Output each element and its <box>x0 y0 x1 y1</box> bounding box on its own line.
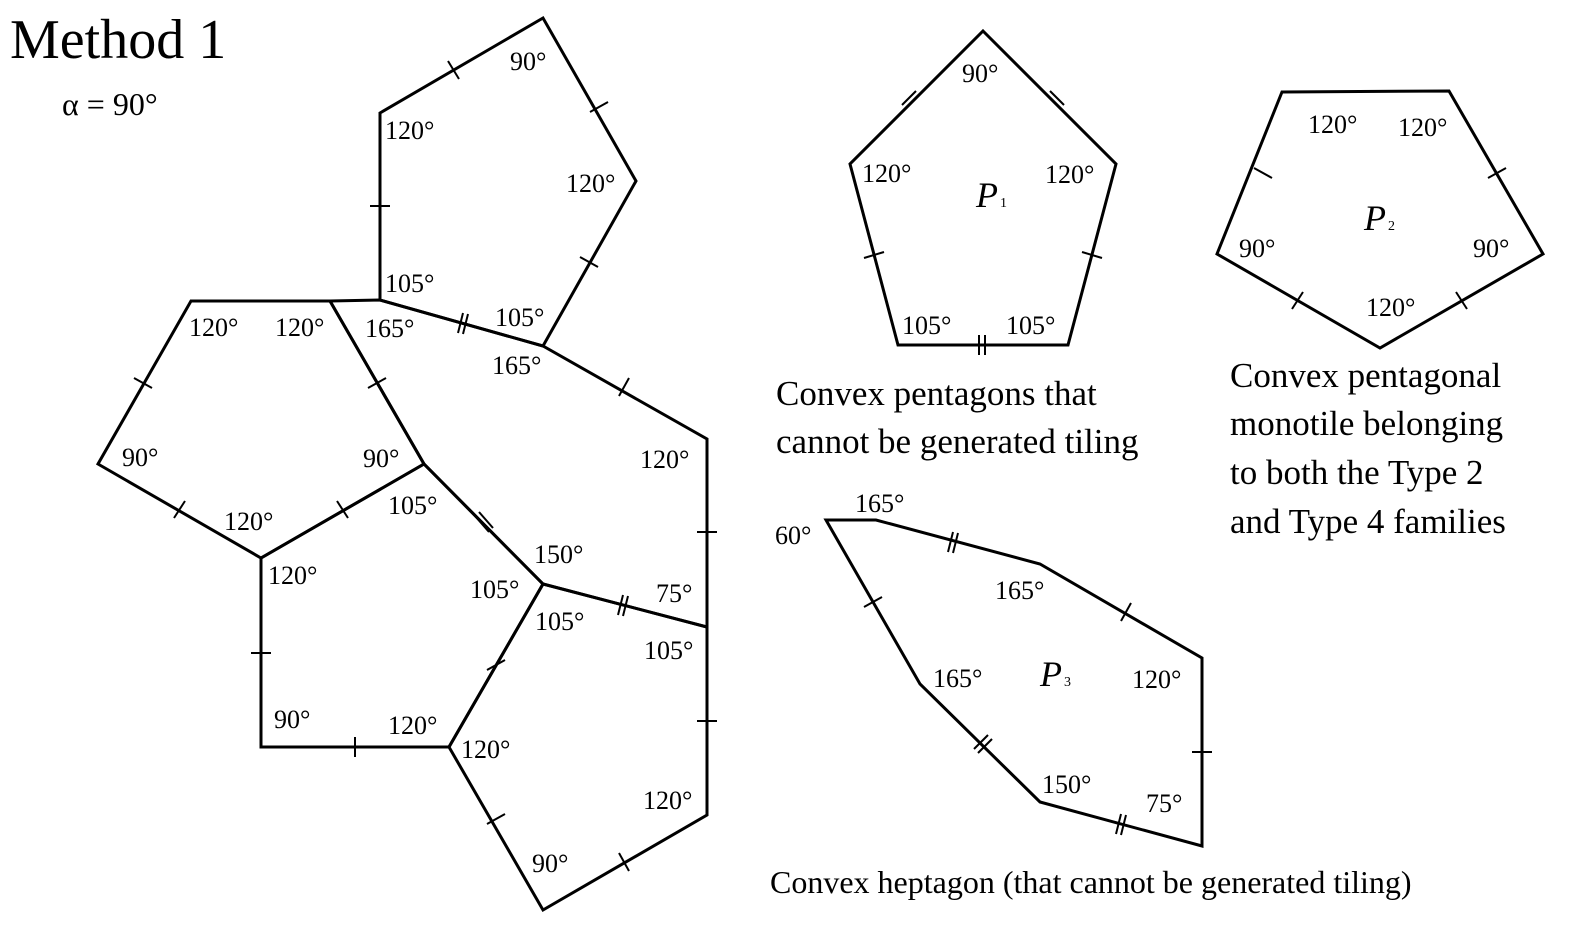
angle-label: 105° <box>535 607 584 636</box>
angle-label: 120° <box>1366 293 1415 322</box>
angle-label: 90° <box>1239 234 1275 263</box>
angle-label: 120° <box>385 116 434 145</box>
caption-p2-line-2: monotile belonging <box>1230 404 1503 443</box>
angle-label: 120° <box>461 735 510 764</box>
p2-subscript: 2 <box>1388 219 1395 234</box>
angle-label: 150° <box>1042 770 1091 799</box>
p2-label: P <box>1363 198 1386 238</box>
angle-label: 90° <box>532 849 568 878</box>
angle-label: 165° <box>995 576 1044 605</box>
angle-label: 120° <box>275 313 324 342</box>
caption-p2-line-1: Convex pentagonal <box>1230 356 1501 395</box>
tiling-group: 90° 120° 120° 105° 105° 120° 120° 90° 90… <box>95 15 717 913</box>
pentagon-p1: 90° 120° 120° 105° 105° P 1 <box>848 28 1118 355</box>
p1-subscript: 1 <box>1000 196 1007 211</box>
angle-label: 105° <box>388 491 437 520</box>
angle-label: 105° <box>902 311 951 340</box>
angle-label: 75° <box>1146 789 1182 818</box>
angle-label: 60° <box>775 521 811 550</box>
angle-label: 120° <box>1132 665 1181 694</box>
angle-label: 105° <box>470 575 519 604</box>
caption-p1-line-1: Convex pentagons that <box>776 374 1097 413</box>
caption-p2-line-4: and Type 4 families <box>1230 502 1506 541</box>
caption-p3: Convex heptagon (that cannot be generate… <box>770 864 1412 900</box>
angle-label: 75° <box>656 579 692 608</box>
angle-label: 105° <box>1006 311 1055 340</box>
tiling-top-pentagon <box>378 15 638 348</box>
method-heading: Method 1 <box>10 9 226 71</box>
angle-label: 165° <box>492 351 541 380</box>
angle-label: 90° <box>962 59 998 88</box>
angle-label: 165° <box>933 664 982 693</box>
angle-label: 120° <box>643 786 692 815</box>
caption-p1-line-2: cannot be generated tiling <box>776 422 1139 461</box>
heptagon-p3: 60° 165° 165° 120° 75° 150° 165° P 3 <box>775 489 1212 848</box>
angle-label: 90° <box>1473 234 1509 263</box>
angle-label: 120° <box>224 507 273 536</box>
angle-label: 90° <box>274 705 310 734</box>
angle-label: 165° <box>855 489 904 518</box>
angle-label: 90° <box>363 444 399 473</box>
angle-label: 120° <box>189 313 238 342</box>
angle-label: 120° <box>1045 160 1094 189</box>
p1-outline <box>848 28 1118 347</box>
angle-label: 120° <box>268 561 317 590</box>
angle-label: 120° <box>566 169 615 198</box>
angle-label: 105° <box>644 636 693 665</box>
angle-label: 105° <box>495 303 544 332</box>
alpha-label: α = 90° <box>62 86 158 122</box>
angle-label: 120° <box>388 711 437 740</box>
angle-label: 120° <box>862 159 911 188</box>
p3-subscript: 3 <box>1064 675 1071 690</box>
angle-label: 105° <box>385 269 434 298</box>
p3-label: P <box>1039 654 1062 694</box>
angle-label: 120° <box>640 445 689 474</box>
caption-p2-line-3: to both the Type 2 <box>1230 453 1484 492</box>
angle-label: 90° <box>510 47 546 76</box>
angle-label: 150° <box>534 540 583 569</box>
tiling-double-ticks <box>457 312 629 617</box>
angle-label: 165° <box>365 314 414 343</box>
p1-label: P <box>975 175 998 215</box>
pentagon-p2: 120° 120° 90° 90° 120° P 2 <box>1215 89 1546 350</box>
angle-label: 90° <box>122 443 158 472</box>
angle-label: 120° <box>1398 113 1447 142</box>
angle-label: 120° <box>1308 110 1357 139</box>
tiling-single-ticks <box>133 60 717 872</box>
